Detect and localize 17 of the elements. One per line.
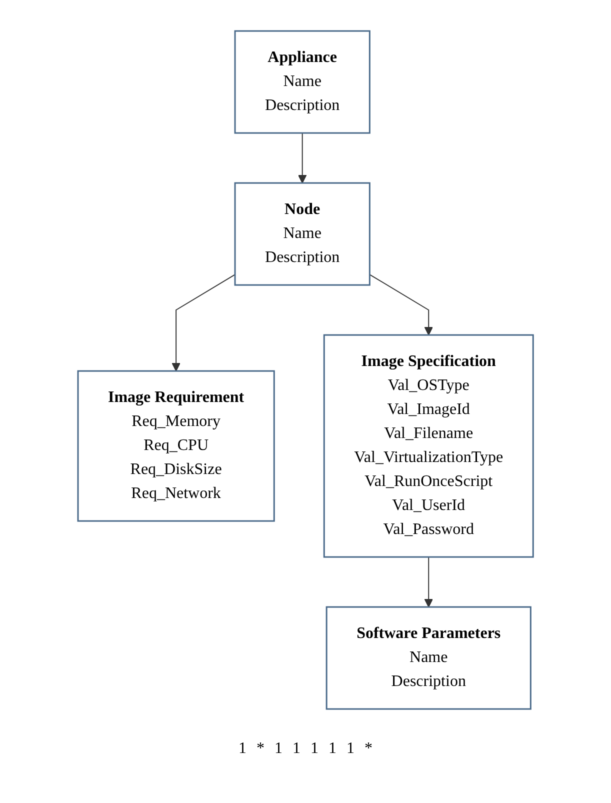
arrow (424, 556, 433, 608)
node-box: Image Requirement Req_Memory Req_CPU Req_DiskSize Req_Network (77, 370, 275, 522)
arrow (369, 274, 433, 336)
multiplicity-label: 1 (310, 740, 318, 758)
multiplicity-label: 1 (346, 740, 354, 758)
multiplicity-label: 1 (292, 740, 300, 758)
multiplicity-label: 1 (238, 740, 246, 758)
multiplicity-label: 1 (328, 740, 336, 758)
multiplicity-label: * (256, 740, 264, 758)
node-box: Software Parameters Name Description (326, 606, 532, 710)
arrow (298, 132, 307, 184)
node-box: Node Name Description (234, 182, 370, 286)
node-box: Image Specification Val_OSType Val_ImageId Val_Filename Val_VirtualizationType Val_RunOnceScript Val_UserId Val_Password (323, 334, 534, 558)
multiplicity-label: 1 (274, 740, 282, 758)
node-box: Appliance Name Description (234, 30, 370, 134)
multiplicity-label: * (364, 740, 372, 758)
arrow (172, 274, 236, 372)
